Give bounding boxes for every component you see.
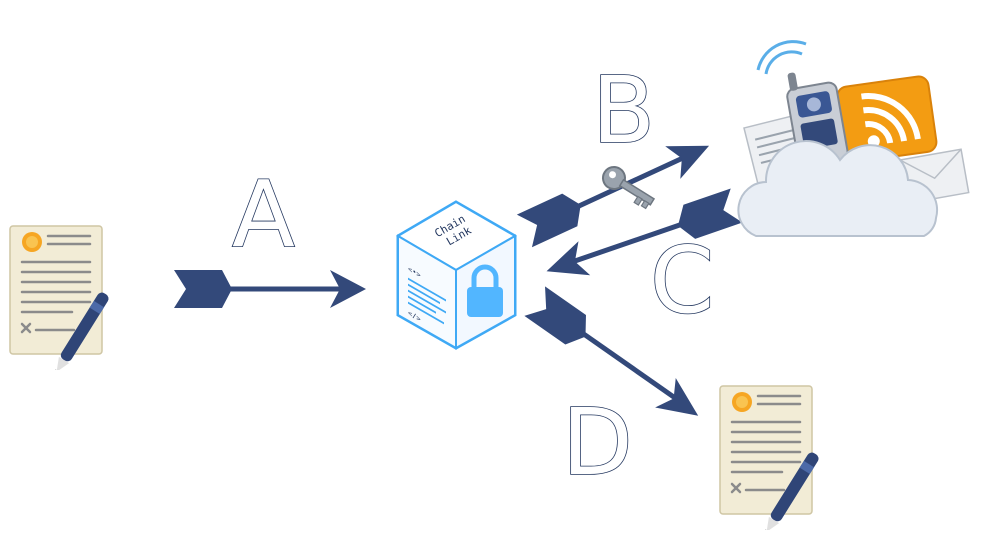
right-document-icon (718, 384, 822, 530)
label-a: A (232, 161, 295, 268)
arrow-d (524, 286, 699, 416)
label-b: B (592, 57, 655, 164)
key-icon (602, 166, 656, 210)
label-d: D (562, 389, 633, 496)
left-document-icon (8, 224, 112, 370)
label-c: C (650, 227, 714, 334)
arrow-a (174, 270, 366, 308)
arrow-c (546, 188, 743, 276)
chainlink-cube-icon: Chain Link <•> </> (396, 200, 518, 350)
padlock-icon (467, 264, 503, 317)
cloud-devices-icon (737, 40, 970, 237)
